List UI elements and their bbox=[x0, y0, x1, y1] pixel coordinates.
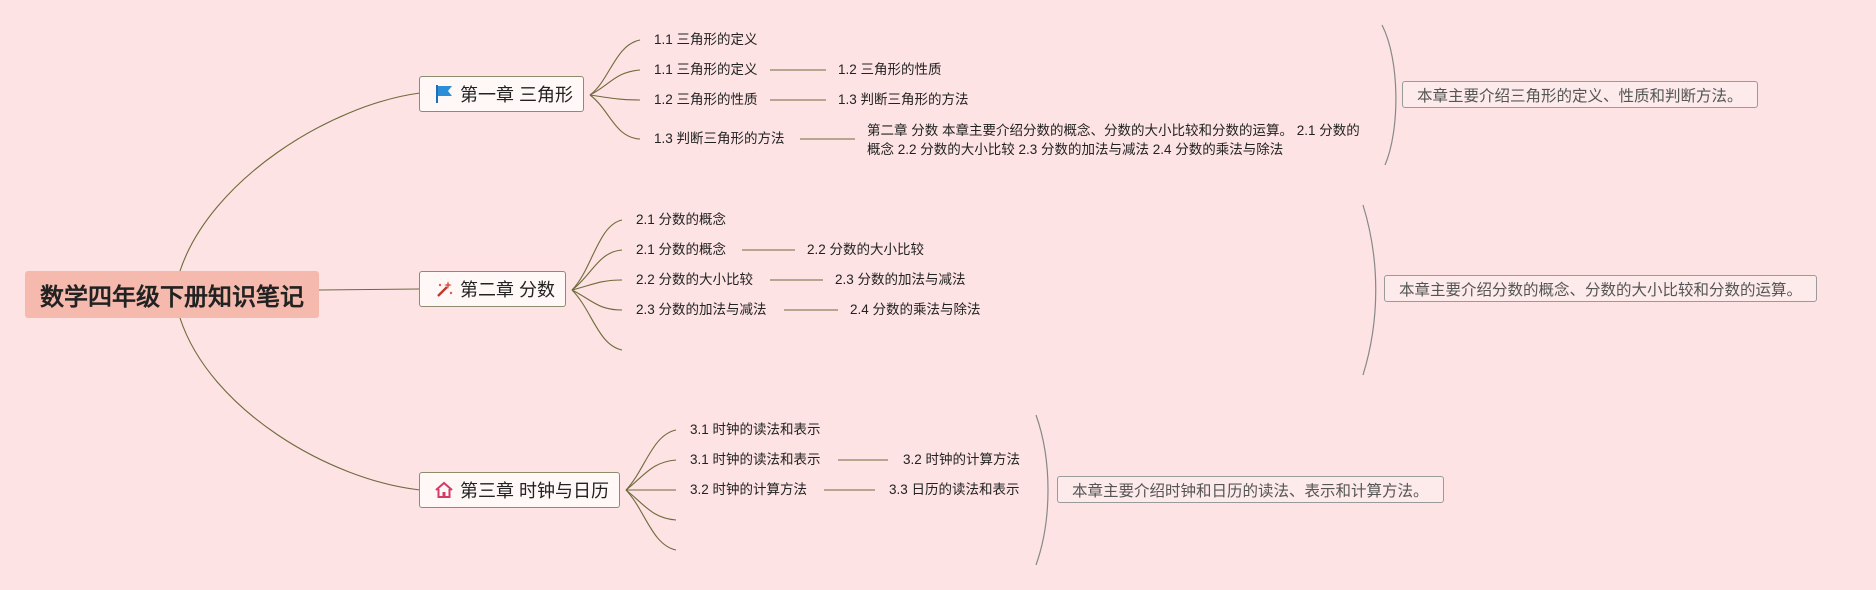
ch1-item-2[interactable]: 1.1 三角形的定义 bbox=[654, 62, 758, 77]
ch1-item-4-child[interactable]: 第二章 分数 本章主要介绍分数的概念、分数的大小比较和分数的运算。 2.1 分数… bbox=[867, 123, 1360, 157]
ch1-item-2-child[interactable]: 1.2 三角形的性质 bbox=[838, 62, 942, 77]
ch1-item-4[interactable]: 1.3 判断三角形的方法 bbox=[654, 131, 785, 146]
ch2-item-4[interactable]: 2.3 分数的加法与减法 bbox=[636, 302, 767, 317]
chapter-2-title: 第二章 分数 bbox=[460, 280, 556, 300]
ch2-item-3-child[interactable]: 2.3 分数的加法与减法 bbox=[835, 272, 966, 287]
ch3-item-3[interactable]: 3.2 时钟的计算方法 bbox=[690, 482, 808, 497]
home-icon bbox=[434, 480, 454, 500]
root-to-ch2-line bbox=[318, 288, 421, 291]
ch1-item-3-child[interactable]: 1.3 判断三角形的方法 bbox=[838, 92, 969, 107]
chapter-2-summary[interactable]: 本章主要介绍分数的概念、分数的大小比较和分数的运算。 bbox=[1384, 275, 1818, 302]
ch3-item-2-child[interactable]: 3.2 时钟的计算方法 bbox=[903, 452, 1021, 467]
ch2-item-2-child[interactable]: 2.2 分数的大小比较 bbox=[807, 242, 925, 257]
chapter-1-summary-text: 本章主要介绍三角形的定义、性质和判断方法。 bbox=[1417, 87, 1743, 105]
chapter1-summary-brace bbox=[1381, 24, 1397, 166]
chapter-2-node[interactable]: 第二章 分数 bbox=[419, 271, 567, 307]
ch1-item-3[interactable]: 1.2 三角形的性质 bbox=[654, 92, 758, 107]
ch2-item-1[interactable]: 2.1 分数的概念 bbox=[636, 212, 727, 227]
magic-wand-icon bbox=[434, 279, 454, 299]
ch3-item-1[interactable]: 3.1 时钟的读法和表示 bbox=[690, 422, 821, 437]
root-topic[interactable]: 数学四年级下册知识笔记 bbox=[25, 271, 319, 318]
ch3-item-3-child[interactable]: 3.3 日历的读法和表示 bbox=[889, 482, 1020, 497]
chapter-3-title: 第三章 时钟与日历 bbox=[460, 481, 610, 501]
root-to-ch1-line bbox=[179, 92, 421, 272]
ch2-item-4-child[interactable]: 2.4 分数的乘法与除法 bbox=[850, 302, 981, 317]
ch3-item-2[interactable]: 3.1 时钟的读法和表示 bbox=[690, 452, 821, 467]
flag-icon bbox=[434, 84, 454, 104]
chapter-1-node[interactable]: 第一章 三角形 bbox=[419, 76, 585, 112]
ch1-item-1[interactable]: 1.1 三角形的定义 bbox=[654, 32, 758, 47]
ch2-item-3[interactable]: 2.2 分数的大小比较 bbox=[636, 272, 754, 287]
chapter3-summary-brace bbox=[1035, 414, 1049, 566]
chapter-1-summary[interactable]: 本章主要介绍三角形的定义、性质和判断方法。 bbox=[1402, 81, 1758, 108]
chapter-1-title: 第一章 三角形 bbox=[460, 85, 574, 105]
root-to-ch3-line bbox=[179, 317, 421, 491]
ch2-item-2[interactable]: 2.1 分数的概念 bbox=[636, 242, 727, 257]
root-title: 数学四年级下册知识笔记 bbox=[40, 284, 304, 311]
chapter-2-summary-text: 本章主要介绍分数的概念、分数的大小比较和分数的运算。 bbox=[1399, 281, 1803, 299]
chapter-3-node[interactable]: 第三章 时钟与日历 bbox=[419, 472, 621, 508]
chapter-3-summary[interactable]: 本章主要介绍时钟和日历的读法、表示和计算方法。 bbox=[1057, 476, 1444, 503]
chapter-3-summary-text: 本章主要介绍时钟和日历的读法、表示和计算方法。 bbox=[1072, 482, 1429, 500]
chapter2-summary-brace bbox=[1362, 204, 1377, 376]
